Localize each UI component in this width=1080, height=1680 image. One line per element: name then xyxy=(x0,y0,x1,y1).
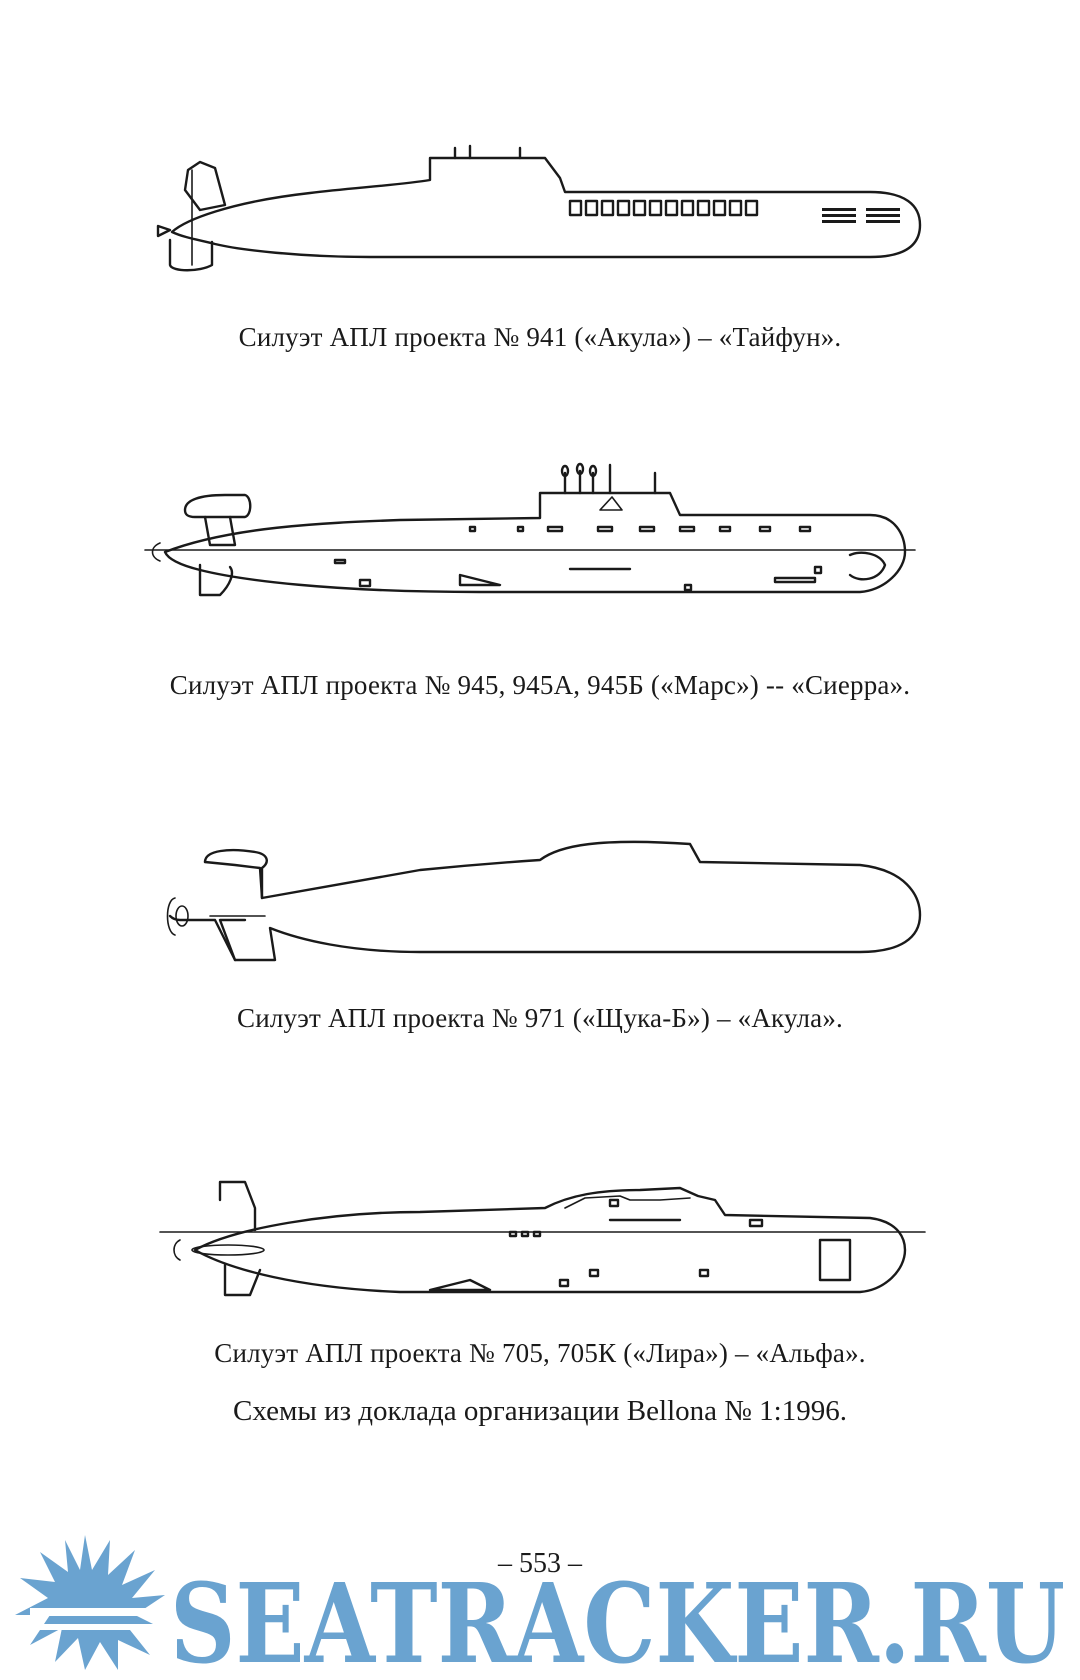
caption-alfa: Силуэт АПЛ проекта № 705, 705К («Лира») … xyxy=(214,1338,866,1368)
alfa-silhouette xyxy=(159,1180,926,1297)
akula-silhouette xyxy=(166,840,922,962)
sierra-silhouette xyxy=(144,462,916,597)
watermark: SEATRACKER.RU xyxy=(15,1535,1065,1680)
caption-sierra: Силуэт АПЛ проекта № 945, 945А, 945Б («М… xyxy=(169,670,911,700)
caption-typhoon: Силуэт АПЛ проекта № 941 («Акула») – «Та… xyxy=(238,322,842,352)
page-number: – 553 – xyxy=(498,1548,582,1579)
source-credit: Схемы из доклада организации Bellona № 1… xyxy=(233,1395,847,1427)
sun-icon xyxy=(15,1535,165,1670)
watermark-text: SEATRACKER.RU xyxy=(170,1559,1065,1680)
caption-akula: Силуэт АПЛ проекта № 971 («Щука-Б») – «А… xyxy=(237,1003,843,1033)
typhoon-silhouette xyxy=(156,144,922,272)
